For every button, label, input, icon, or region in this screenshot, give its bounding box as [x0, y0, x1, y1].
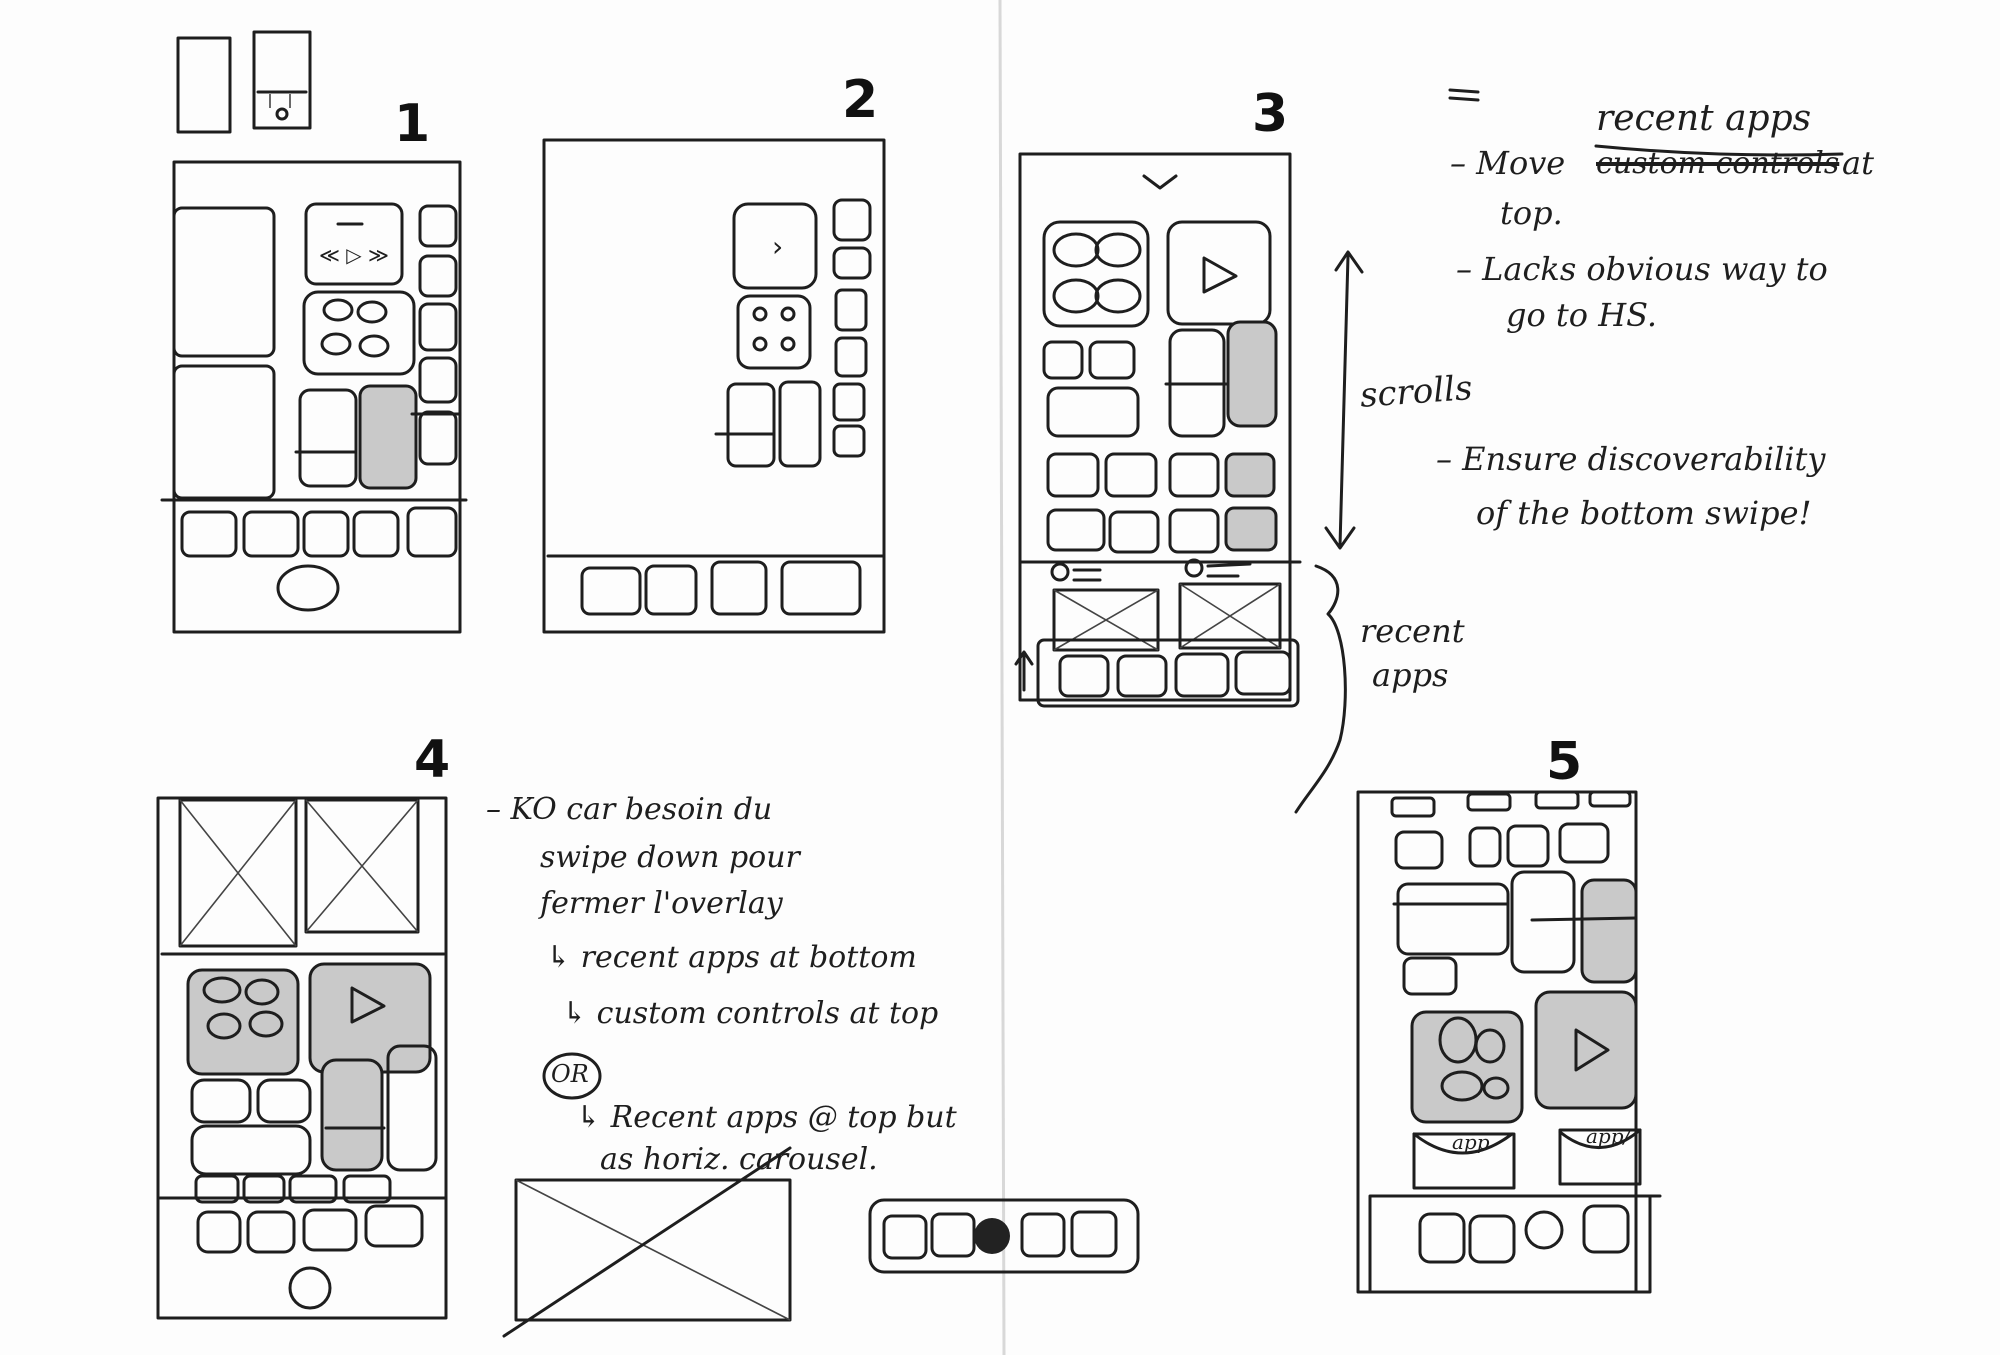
- notes-dash-2: [1448, 96, 1480, 102]
- sketch-number-1: 1: [394, 94, 431, 154]
- note-bullet-2-line-1: – Lacks obvious way to: [1456, 250, 1828, 288]
- note-bullet-1-line-2: top.: [1500, 194, 1563, 232]
- note-fr-line-1: – KO car besoin du: [486, 792, 773, 827]
- or-circle: [542, 1052, 602, 1100]
- or-label: OR: [551, 1060, 589, 1088]
- sketch-1-phone: ≪ ▷ ≫: [160, 160, 468, 634]
- recent-apps-label-2: apps: [1372, 656, 1449, 694]
- note-bullet-3-line-2: of the bottom swipe!: [1476, 494, 1812, 532]
- insert-mark: [1594, 144, 1844, 157]
- sketch-5-tile-right-label: app/: [1586, 1124, 1631, 1148]
- sketch-number-3: 3: [1252, 84, 1289, 144]
- page-fold: [998, 0, 1006, 1355]
- sketch-number-5: 5: [1546, 732, 1583, 792]
- note-bullet-2-line-2: go to HS.: [1506, 296, 1658, 334]
- sketch-number-4: 4: [414, 730, 451, 790]
- note-bullet-1-prefix: – Move: [1450, 144, 1566, 182]
- note-fr-line-2: swipe down pour: [540, 840, 800, 875]
- note-bullet-1-struck: custom controls: [1596, 146, 1840, 181]
- note-bullet-1-suffix: at: [1842, 144, 1874, 182]
- note-insert-recent-apps: recent apps: [1596, 98, 1812, 139]
- sketch-2-phone: ›: [542, 138, 886, 634]
- note-fr-line-5: ↳ custom controls at top: [562, 996, 939, 1031]
- note-bullet-3-line-1: – Ensure discoverability: [1436, 440, 1826, 478]
- notes-dash: [1448, 88, 1480, 94]
- dock-sketch: [868, 1198, 1140, 1274]
- sketch-5-phone: [1356, 790, 1662, 1294]
- scrolls-label: scrolls: [1358, 368, 1474, 416]
- sketch-4-phone: [156, 796, 448, 1320]
- note-fr-line-4: ↳ recent apps at bottom: [546, 940, 917, 975]
- sketch-3-phone: [1014, 152, 1364, 814]
- note-fr-line-6: ↳ Recent apps @ top but: [576, 1100, 957, 1135]
- note-fr-line-7: as horiz. carousel.: [600, 1142, 878, 1177]
- sketch-5-tile-left-label: app: [1452, 1130, 1490, 1154]
- mini-phones: [176, 30, 312, 134]
- recent-apps-label-1: recent: [1360, 612, 1465, 650]
- sketch-number-2: 2: [842, 70, 879, 130]
- svg-text:›: ›: [772, 230, 783, 263]
- note-fr-line-3: fermer l'overlay: [540, 886, 783, 921]
- svg-text:≪ ▷ ≫: ≪ ▷ ≫: [319, 243, 389, 267]
- carousel-sketch: [502, 1146, 792, 1338]
